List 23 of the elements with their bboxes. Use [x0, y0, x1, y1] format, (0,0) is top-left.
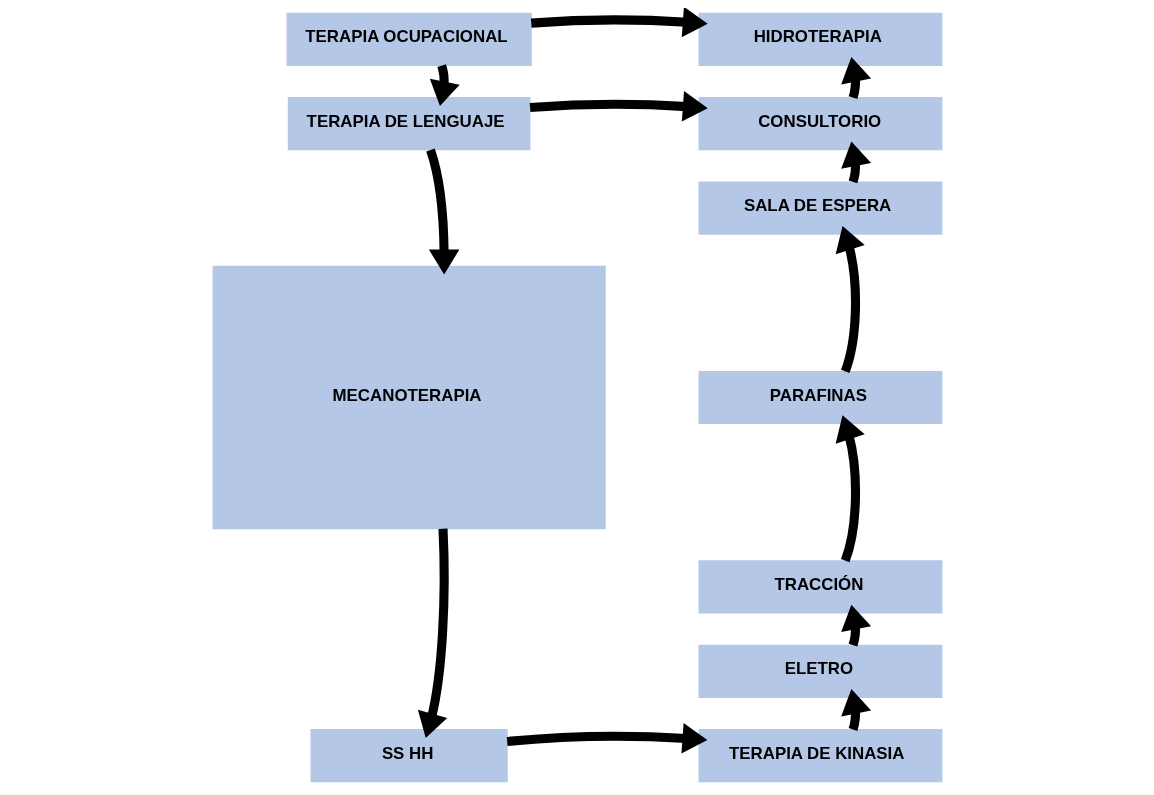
- arrow: [835, 225, 865, 373]
- arrow: [840, 689, 871, 731]
- node-box: TERAPIA OCUPACIONAL: [286, 12, 532, 66]
- node-box: TRACCIÓN: [698, 560, 942, 614]
- node-box: SS HH: [310, 729, 508, 783]
- node-box: TERAPIA DE LENGUAJE: [287, 97, 530, 151]
- arrow: [529, 91, 708, 122]
- arrow: [840, 604, 871, 647]
- node-box: PARAFINAS: [698, 370, 942, 425]
- arrow: [429, 64, 460, 107]
- arrow: [506, 723, 707, 754]
- node-box: TERAPIA DE KINASIA: [698, 729, 942, 783]
- arrow: [840, 141, 871, 184]
- node-box: SALA DE ESPERA: [698, 181, 942, 235]
- arrow: [425, 148, 459, 275]
- arrow: [835, 415, 865, 563]
- node-box: ELETRO: [698, 644, 942, 698]
- arrow: [530, 8, 708, 38]
- node-box: CONSULTORIO: [698, 97, 942, 151]
- node-box: HIDROTERAPIA: [698, 12, 942, 66]
- arrow: [840, 57, 871, 99]
- arrow: [417, 528, 449, 738]
- node-box: MECANOTERAPIA: [212, 265, 606, 530]
